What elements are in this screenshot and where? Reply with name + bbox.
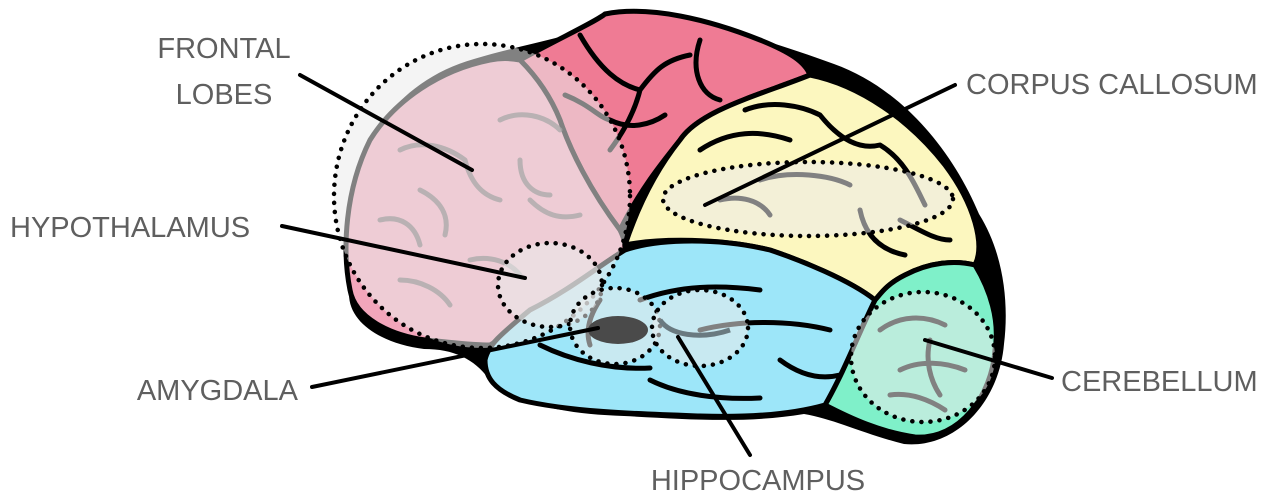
frontal-lobes-label-line2: LOBES	[176, 79, 273, 111]
cerebellum-marker	[851, 292, 995, 422]
frontal-lobes-label-line1: FRONTAL	[157, 33, 290, 65]
corpus-callosum-label: CORPUS CALLOSUM	[966, 69, 1258, 101]
hippocampus-label: HIPPOCAMPUS	[651, 465, 865, 497]
corpus-callosum-marker	[663, 162, 953, 236]
amygdala-label: AMYGDALA	[137, 375, 299, 407]
hypothalamus-label: HYPOTHALAMUS	[10, 212, 250, 244]
cerebellum-label: CEREBELLUM	[1061, 366, 1258, 398]
